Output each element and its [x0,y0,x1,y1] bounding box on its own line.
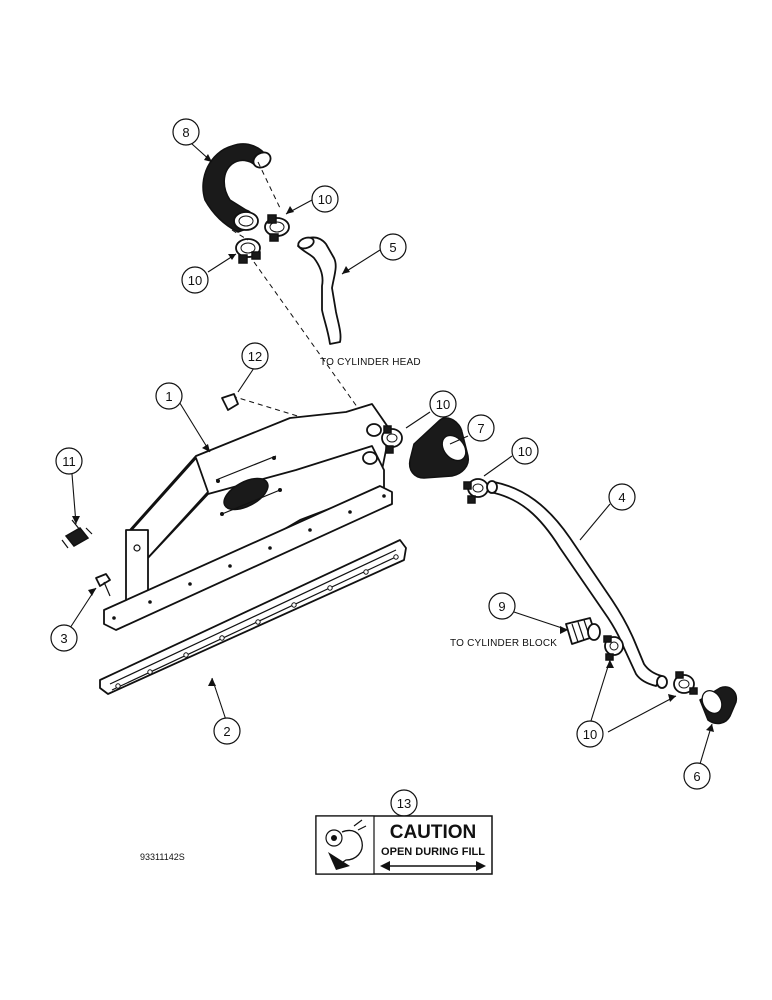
callout-10-c: 10 [429,390,457,418]
note-to-cylinder-block: TO CYLINDER BLOCK [450,638,557,649]
svg-text:13: 13 [397,796,411,811]
svg-text:10: 10 [518,444,532,459]
clamp-10-lower-left [603,635,624,661]
caution-subtitle: OPEN DURING FILL [381,846,485,858]
caution-decal-13: CAUTION OPEN DURING FILL [315,815,493,875]
callout-1: 1 [155,382,183,410]
valve-11 [61,519,93,549]
svg-text:11: 11 [62,454,76,469]
tube-4 [486,480,668,689]
callout-4: 4 [608,483,636,511]
clamp-10-mid-right [463,478,489,504]
callout-10-e: 10 [576,720,604,748]
svg-text:10: 10 [188,273,202,288]
callout-12: 12 [241,342,269,370]
clamp-10-upper-right [264,214,290,242]
callout-3: 3 [50,624,78,652]
svg-text:6: 6 [693,769,700,784]
caution-title: CAUTION [390,822,477,843]
hose-8 [202,143,272,233]
hose-6 [699,686,738,725]
svg-text:7: 7 [477,421,484,436]
hand-cap-icon [325,819,367,870]
svg-text:10: 10 [583,727,597,742]
callout-6: 6 [683,762,711,790]
callout-7: 7 [467,414,495,442]
svg-text:5: 5 [389,240,396,255]
figure-id: 93311142S [140,852,185,862]
hose-5 [297,236,342,345]
bolt-3 [95,573,111,597]
clamp-10-lower-right [673,671,698,695]
callout-10-d: 10 [511,437,539,465]
svg-text:9: 9 [498,599,505,614]
hose-7 [408,417,470,479]
svg-text:10: 10 [318,192,332,207]
clamp-10-upper-left [235,238,261,264]
fitting-9 [565,617,601,645]
callout-2: 2 [213,717,241,745]
leader-arrows [72,154,714,732]
svg-text:12: 12 [248,349,262,364]
callout-9: 9 [488,592,516,620]
callout-10-b: 10 [181,266,209,294]
double-arrow-icon [380,861,486,871]
callout-13: 13 [390,789,418,817]
callout-11: 11 [55,447,83,475]
callout-5: 5 [379,233,407,261]
svg-text:8: 8 [182,125,189,140]
callout-10-a: 10 [311,185,339,213]
svg-text:2: 2 [223,724,230,739]
svg-text:4: 4 [618,490,625,505]
callout-8: 8 [172,118,200,146]
plug-12 [221,393,239,411]
svg-text:10: 10 [436,397,450,412]
svg-text:3: 3 [60,631,67,646]
gasket-2 [99,539,407,695]
note-to-cylinder-head: TO CYLINDER HEAD [320,357,421,368]
svg-text:1: 1 [165,389,172,404]
water-manifold-1 [103,403,393,631]
clamp-10-mid-left [381,425,403,454]
